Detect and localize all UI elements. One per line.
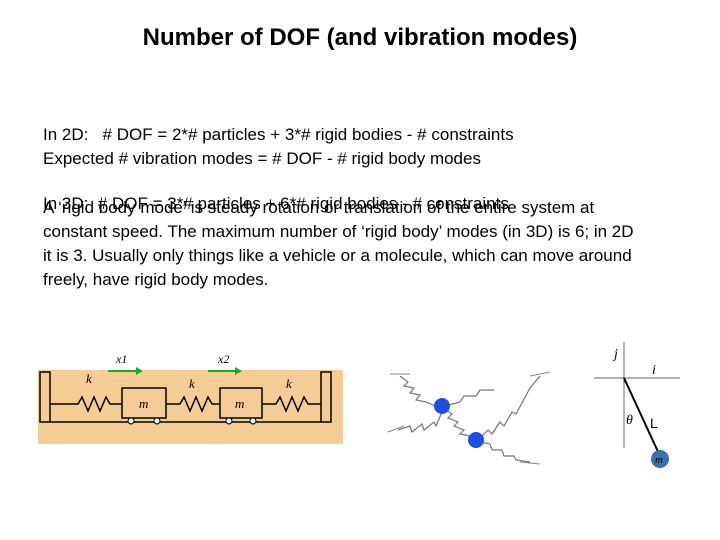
j-unit-label: j [612,347,618,362]
anchor-hatch [529,371,551,377]
spring-left [50,395,122,413]
mass-1 [121,387,167,419]
dof-equations: In 2D: # DOF = 2*# particles + 3*# rigid… [43,77,514,238]
spring-right [262,395,321,413]
spring-anchor-bottom-right [479,441,531,463]
pendulum-rod [623,377,661,457]
spring-middle [166,395,220,413]
mass-2-label: m [235,396,244,411]
wheel [127,417,135,425]
spring-anchor-bottom-left [397,411,443,434]
spring-inter-atom [445,409,477,441]
spring-k-label: k [86,371,92,386]
bob-mass-label: m [655,454,663,466]
spring-atom-left-right [445,389,494,407]
wheel [249,417,257,425]
x2-arrowhead [235,367,242,375]
i-unit-label: i [652,363,656,378]
x1-arrowhead [136,367,143,375]
x1-label: x1 [115,352,127,366]
spring-k-label: k [286,376,292,391]
length-label: L [650,415,658,431]
expected-modes-text: Expected # vibration modes = # DOF - # r… [43,149,481,168]
equation-2d: In 2D: # DOF = 2*# particles + 3*# rigid… [43,125,514,144]
pendulum-bob [651,450,669,468]
spring-anchor-top-left [399,375,441,409]
x2-label: x2 [217,352,229,366]
theta-label: θ [626,413,633,428]
pendulum-figure: j i θ L m [594,342,680,468]
spring-mass-background [38,370,343,444]
wheel [153,417,161,425]
anchor-hatch [387,425,405,433]
mass-2 [219,387,263,419]
atom-2 [468,432,484,448]
equation-3d: In 3D: # DOF = 3*# particles + 6*# rigid… [43,194,509,213]
rigid-body-mode-paragraph: A ‘rigid body mode’ is steady rotation o… [43,198,634,289]
anchor-hatch [519,461,541,465]
mass-1-label: m [139,396,148,411]
wheel [225,417,233,425]
molecule-figure [387,371,551,465]
left-wall [39,371,51,423]
slide-title: Number of DOF (and vibration modes) [142,24,578,51]
spring-k-label: k [189,376,195,391]
spring-mass-figure: m m k k k x1 x2 [38,352,343,444]
atom-1 [434,398,450,414]
spring-anchor-top-right [479,375,541,439]
right-wall [320,371,332,423]
